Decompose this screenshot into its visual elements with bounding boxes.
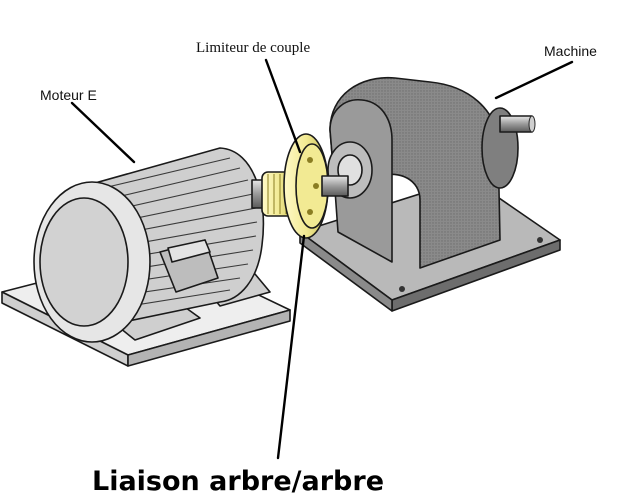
- limiter-bolt: [307, 157, 313, 163]
- motor: [1, 147, 291, 367]
- torque-limiter: [261, 133, 349, 239]
- leader-lines: [70, 58, 574, 460]
- terminal-box-lid: [167, 239, 211, 263]
- intermediate-shaft: [321, 175, 349, 197]
- limiter-bolt: [313, 183, 319, 189]
- bolt-hole: [399, 286, 405, 292]
- label-machine: Machine: [544, 43, 597, 59]
- machine-base-front: [299, 231, 393, 312]
- machine-output-shaft: [499, 115, 533, 133]
- label-limiter: Limiteur de couple: [196, 40, 310, 56]
- leader-caption: [276, 234, 306, 460]
- caption-shaft-coupling: Liaison arbre/arbre: [92, 466, 384, 497]
- motor-base-side: [127, 309, 291, 367]
- leader-limiter: [264, 58, 302, 154]
- leader-machine: [494, 60, 574, 100]
- bolt-hole: [537, 237, 543, 243]
- shaft-end: [528, 115, 536, 133]
- motor-fan-cover: [39, 197, 129, 327]
- leader-motor: [70, 101, 136, 164]
- limiter-bolt: [307, 209, 313, 215]
- label-motor: Moteur E: [40, 87, 97, 103]
